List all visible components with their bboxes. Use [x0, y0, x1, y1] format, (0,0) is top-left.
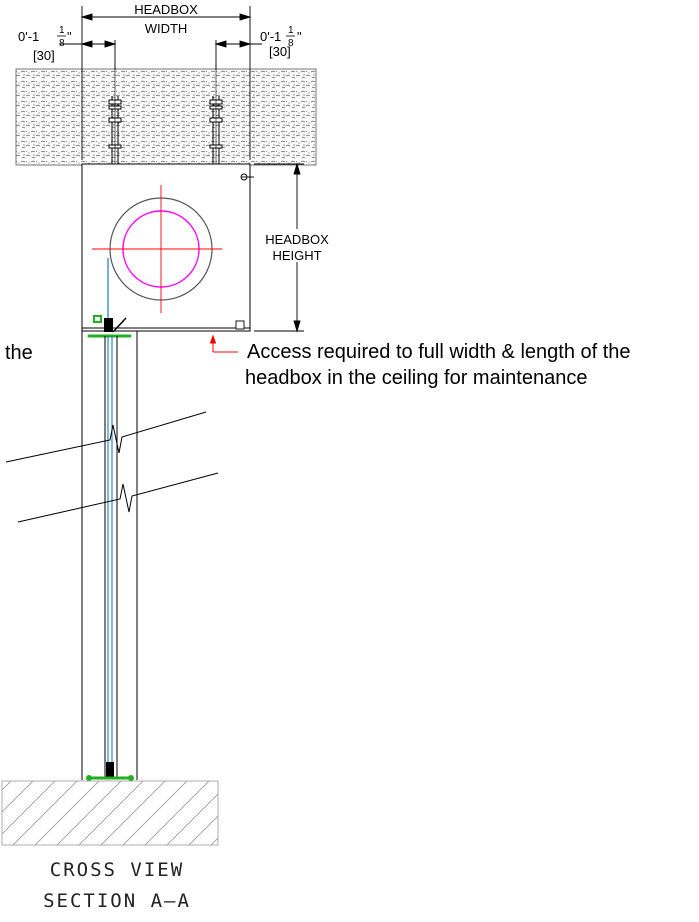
headbox-width-label-1: HEADBOX	[134, 2, 198, 17]
headbox-screw-bottom	[235, 320, 245, 330]
left-offset-den: 8	[59, 38, 65, 49]
access-note-line-2: headbox in the ceiling for maintenance	[245, 367, 587, 389]
headbox-screw-top	[240, 173, 254, 181]
right-offset-inch: "	[297, 29, 302, 44]
access-note-leader	[209, 334, 238, 353]
headbox-height-label-2: HEIGHT	[272, 248, 321, 263]
side-channel	[81, 331, 138, 780]
headbox-height-label-1: HEADBOX	[265, 232, 329, 247]
ceiling-slab	[15, 68, 317, 166]
dim-left-offset	[60, 40, 117, 70]
left-offset-inch: "	[67, 29, 72, 44]
access-note-line-1: Access required to full width & length o…	[247, 341, 631, 363]
left-offset-num: 1	[59, 25, 65, 36]
left-note-fragment: the	[5, 342, 33, 364]
right-offset-num: 1	[288, 25, 294, 36]
view-title-2: SECTION A—A	[43, 890, 191, 912]
right-offset-den: 8	[288, 38, 294, 49]
right-offset-whole: 0'-1	[260, 29, 281, 44]
left-offset-metric: [30]	[33, 48, 55, 63]
headbox	[81, 163, 251, 332]
dim-headbox-width	[80, 6, 252, 160]
dim-headbox-height	[254, 162, 304, 333]
floor	[1, 780, 219, 846]
break-line	[5, 411, 219, 523]
top-bracket	[87, 315, 132, 338]
left-offset-whole: 0'-1	[18, 29, 39, 44]
view-title-1: CROSS VIEW	[50, 859, 184, 881]
right-offset-metric: [30]	[269, 44, 291, 59]
headbox-width-label-2: WIDTH	[145, 21, 188, 36]
bottom-bar	[86, 762, 134, 781]
dim-right-offset	[214, 40, 262, 70]
